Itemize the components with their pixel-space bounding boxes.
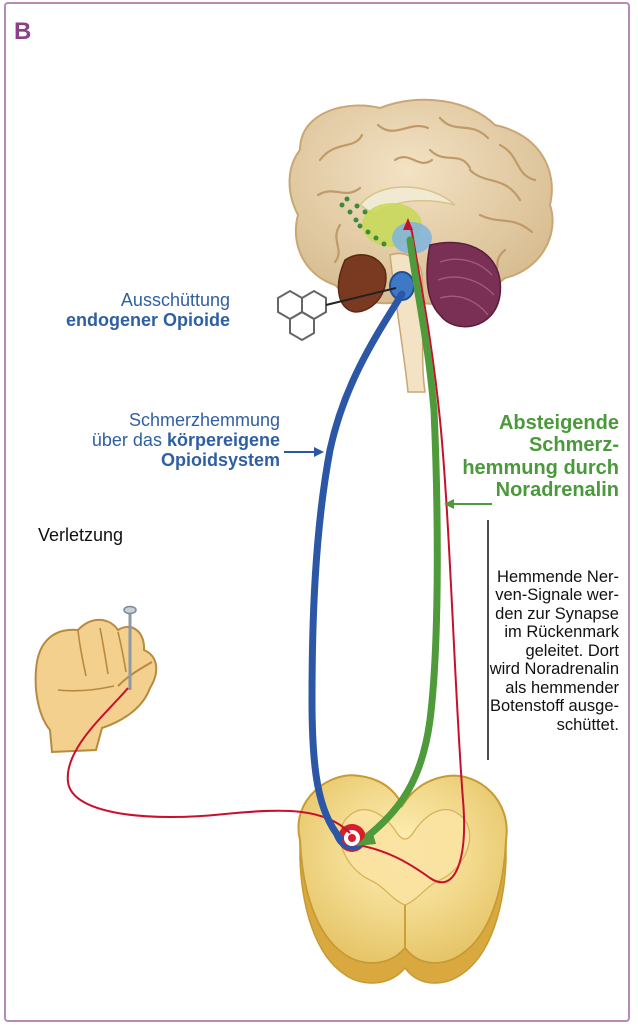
opioid-system-line1: Schmerzhemmung — [92, 410, 280, 430]
descending-line4: Noradrenalin — [462, 479, 619, 501]
blue-opioid-pathway — [312, 294, 402, 838]
opioid-system-label: Schmerzhemmung über das körpereigene Opi… — [92, 410, 280, 470]
description-line: als hemmender — [490, 679, 619, 697]
opioid-system-line3: Opioidsystem — [92, 450, 280, 470]
description-line: geleitet. Dort — [490, 642, 619, 660]
description-line: ven-Signale wer- — [490, 586, 619, 604]
descending-line1: Absteigende — [462, 412, 619, 434]
opioid-release-line2: endogener Opioide — [66, 310, 230, 330]
opioid-release-line1: Ausschüttung — [66, 290, 230, 310]
blue-pointer-arrow — [284, 447, 324, 457]
brain — [290, 100, 553, 392]
description-line: Botenstoff ausge- — [490, 697, 619, 715]
opioid-system-line2-prefix: über das — [92, 430, 167, 450]
spinal-cord-cross-section — [298, 775, 506, 983]
description-line: im Rückenmark — [490, 623, 619, 641]
opioid-system-line2: über das körpereigene — [92, 430, 280, 450]
inhibition-description: Hemmende Ner- ven-Signale wer- den zur S… — [490, 568, 619, 734]
description-line: Hemmende Ner- — [490, 568, 619, 586]
injured-hand-icon — [36, 620, 157, 752]
descending-inhibition-label: Absteigende Schmerz- hemmung durch Norad… — [462, 412, 619, 502]
injury-label: Verletzung — [38, 525, 123, 545]
descending-line3: hemmung durch — [462, 457, 619, 479]
descending-line2: Schmerz- — [462, 434, 619, 456]
description-line: wird Noradrenalin — [490, 660, 619, 678]
description-line: schüttet. — [490, 716, 619, 734]
description-line: den zur Synapse — [490, 605, 619, 623]
opioid-system-line2-bold: körpereigene — [167, 430, 280, 450]
opioid-release-label: Ausschüttung endogener Opioide — [66, 290, 230, 330]
